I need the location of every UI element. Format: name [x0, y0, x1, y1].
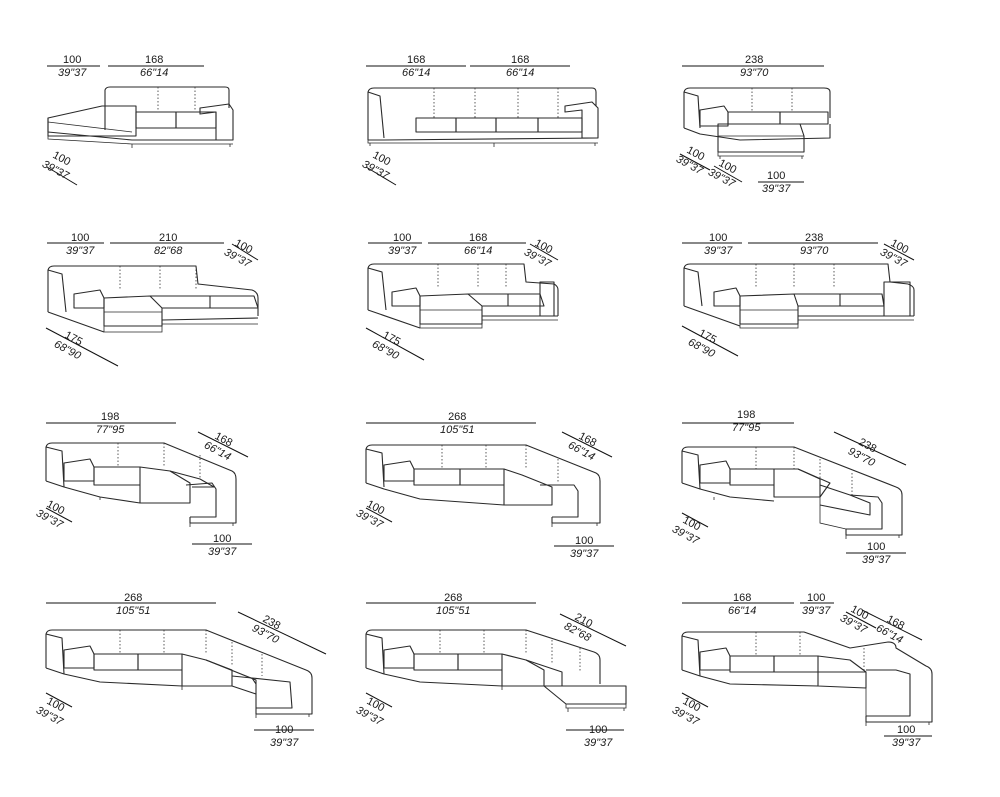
sofa-drawing: [365, 422, 614, 547]
sofa-drawing: [681, 602, 933, 737]
sofa-drawing: [45, 602, 327, 731]
sofa-drawing: [45, 422, 252, 545]
sofa-drawing: [681, 422, 907, 554]
sofa-drawing: [681, 242, 915, 357]
sofa-drawing: [46, 65, 234, 186]
sofa-drawing: [679, 65, 831, 183]
sofa-drawing: [365, 65, 599, 186]
sofa-drawing: [45, 242, 259, 367]
sofa-drawing: [365, 242, 559, 361]
sofa-drawing: [365, 602, 627, 731]
